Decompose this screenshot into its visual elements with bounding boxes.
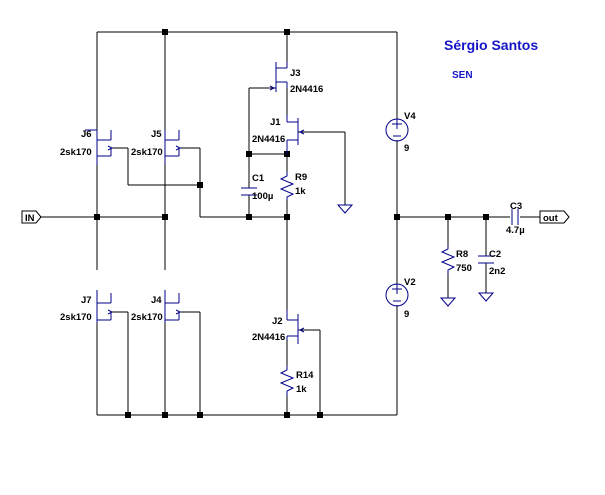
- j5-name: J5: [151, 129, 162, 140]
- r9-name: R9: [295, 172, 307, 183]
- j2-name: J2: [272, 316, 283, 327]
- resistor-r8: [440, 245, 456, 275]
- author-subtitle: SEN: [452, 70, 473, 81]
- j4-name: J4: [151, 295, 162, 306]
- r14-value: 1k: [296, 384, 307, 395]
- r8-name: R8: [456, 249, 468, 260]
- author-title: Sérgio Santos: [444, 37, 538, 53]
- voltage-source-v2: [385, 283, 409, 307]
- jfet-j6: [85, 129, 114, 165]
- ground-icon-c2: [477, 292, 495, 302]
- capacitor-c3: [511, 209, 519, 225]
- r14-name: R14: [296, 370, 314, 381]
- j3-name: J3: [290, 68, 301, 79]
- j6-model: 2sk170: [60, 147, 92, 158]
- v2-name: V2: [404, 277, 416, 288]
- resistor-r9: [279, 172, 295, 200]
- out-port-label: out: [543, 213, 559, 224]
- r9-value: 1k: [295, 186, 306, 197]
- wires: [40, 31, 540, 416]
- j6-name: J6: [81, 129, 92, 140]
- j5-model: 2sk170: [131, 147, 163, 158]
- c2-value: 2n2: [489, 266, 505, 277]
- capacitor-c1: [241, 154, 257, 196]
- out-port: [539, 210, 570, 224]
- c2-name: C2: [489, 249, 501, 260]
- v4-name: V4: [404, 111, 416, 122]
- j3-model: 2N4416: [290, 84, 323, 95]
- resistor-r14: [279, 366, 295, 396]
- c3-name: C3: [510, 201, 522, 212]
- in-port-label: IN: [25, 213, 35, 224]
- v2-value: 9: [404, 309, 409, 320]
- c1-name: C1: [252, 173, 265, 184]
- ground-icon-j1: [336, 204, 354, 214]
- jfet-j1: [286, 115, 305, 154]
- j7-model: 2sk170: [60, 312, 92, 323]
- jfet-j4: [164, 290, 182, 323]
- j1-name: J1: [270, 117, 281, 128]
- c3-value: 4.7µ: [506, 225, 525, 236]
- j4-model: 2sk170: [131, 312, 163, 323]
- r8-value: 750: [456, 263, 472, 274]
- c1-value: 100µ: [252, 191, 273, 202]
- junctions: [94, 29, 489, 418]
- j7-name: J7: [81, 295, 92, 306]
- v4-value: 9: [404, 143, 409, 154]
- in-port: [21, 210, 42, 224]
- jfet-j7: [96, 290, 114, 323]
- j2-model: 2N4416: [252, 332, 285, 343]
- ground-icon-r8: [439, 297, 457, 307]
- capacitor-c2: [478, 255, 494, 264]
- j1-model: 2N4416: [252, 134, 285, 145]
- voltage-source-v4: [385, 118, 409, 142]
- jfet-j2: [286, 310, 305, 344]
- jfet-j3: [269, 62, 288, 92]
- jfet-j5: [164, 130, 182, 165]
